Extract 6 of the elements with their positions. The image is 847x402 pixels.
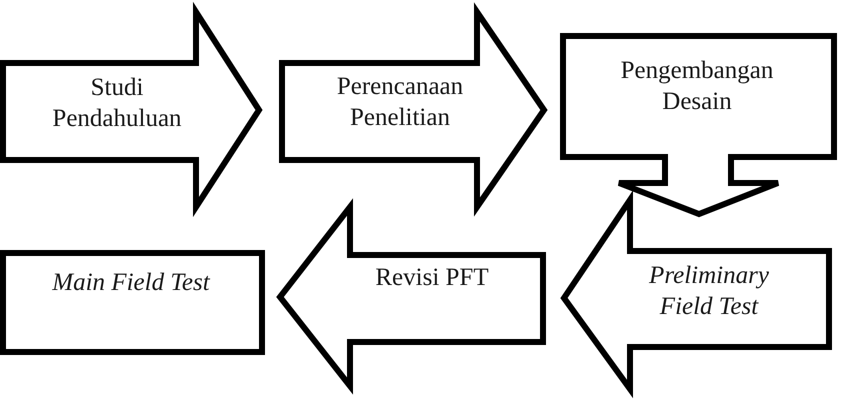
step-label: Revisi PFT	[375, 263, 489, 293]
step-label: Studi Pendahuluan	[51, 73, 183, 134]
step-label: Perencanaan Penelitian	[336, 72, 464, 133]
step-label: Main Field Test	[52, 268, 210, 298]
step-label: Preliminary Field Test	[648, 261, 770, 322]
step-label: Pengembangan Desain	[620, 56, 774, 117]
